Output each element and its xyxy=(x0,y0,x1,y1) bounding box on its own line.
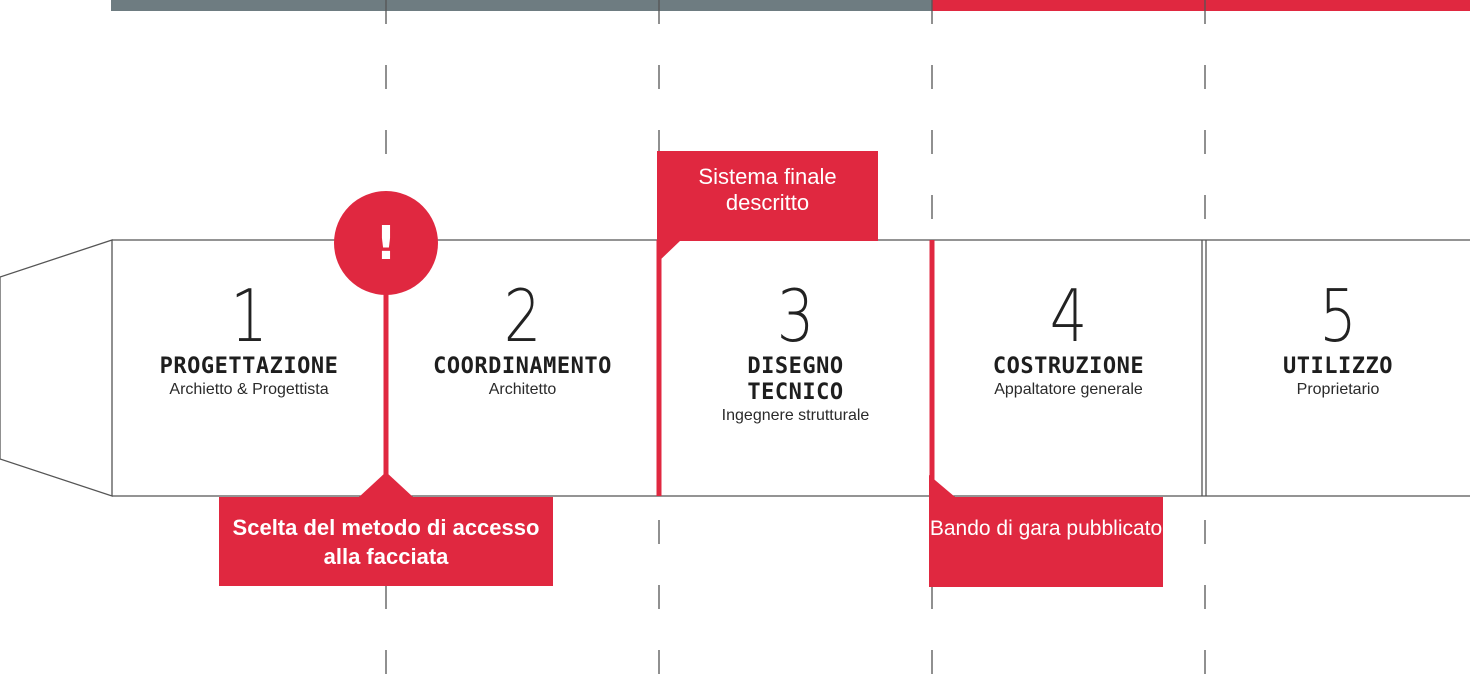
stage-2: 2 COORDINAMENTO Architetto xyxy=(386,240,659,496)
stage-title: DISEGNO TECNICO xyxy=(747,354,844,405)
stage-number: 5 xyxy=(1319,274,1357,358)
stage-4: 4 COSTRUZIONE Appaltatore generale xyxy=(932,240,1205,496)
stage-3: 3 DISEGNO TECNICO Ingegnere strutturale xyxy=(707,240,884,496)
stage-title: UTILIZZO xyxy=(1283,354,1393,379)
milestone-label: Sistema finale descritto xyxy=(698,164,837,215)
milestone-label: Bando di gara pubblicato xyxy=(929,517,1163,540)
progress-bar-completed xyxy=(111,0,932,11)
milestone-tag-facade-access: Scelta del metodo di accesso alla faccia… xyxy=(219,497,553,586)
stage-title: COORDINAMENTO xyxy=(433,354,612,379)
stage-number: 3 xyxy=(776,274,815,358)
stage-role: Proprietario xyxy=(1296,381,1380,398)
pencil-tip xyxy=(0,239,113,497)
stage-role: Appaltatore generale xyxy=(994,381,1143,398)
milestone-tag-tender: Bando di gara pubblicato xyxy=(929,497,1163,587)
tag-pointer xyxy=(657,240,681,263)
stage-role: Ingegnere strutturale xyxy=(721,407,870,424)
stage-title: COSTRUZIONE xyxy=(992,354,1145,379)
exclamation-icon: ! xyxy=(334,191,438,295)
milestone-tag-final-system: Sistema finale descritto xyxy=(657,151,878,241)
stage-5: 5 UTILIZZO Proprietario xyxy=(1206,240,1470,496)
stage-number: 2 xyxy=(503,274,542,358)
stage-1: 1 PROGETTAZIONE Archietto & Progettista xyxy=(112,240,386,496)
stage-number: 4 xyxy=(1049,274,1088,358)
progress-bar-remaining xyxy=(932,0,1470,11)
tag-pointer xyxy=(359,472,413,497)
stage-title: PROGETTAZIONE xyxy=(159,354,339,379)
stage-number: 1 xyxy=(230,274,268,358)
tag-pointer xyxy=(929,475,955,497)
stage-role: Archietto & Progettista xyxy=(169,381,329,398)
milestone-label: Scelta del metodo di accesso alla faccia… xyxy=(232,515,540,569)
stage-role: Architetto xyxy=(488,381,557,398)
